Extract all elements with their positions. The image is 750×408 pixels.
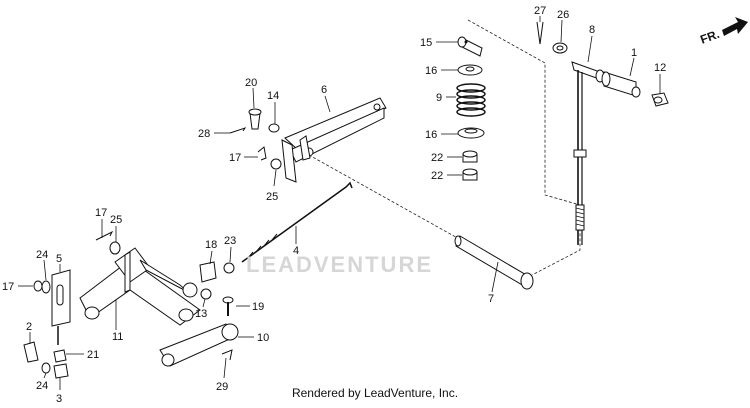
callout-3: 3 [56, 393, 62, 405]
part-15-pin [457, 36, 483, 57]
callout-13: 13 [195, 308, 207, 320]
callout-7: 7 [488, 293, 494, 305]
callout-28: 28 [198, 128, 210, 140]
callout-18: 18 [205, 239, 217, 251]
callout-12: 12 [654, 62, 666, 74]
callout-labels: 27 26 8 15 1 12 16 9 16 22 22 20 14 6 28… [2, 5, 666, 405]
callout-25-upper: 25 [266, 191, 278, 203]
part-25-washer-b [109, 241, 121, 255]
front-direction-indicator: FR. [698, 17, 748, 47]
part-22-nut-b [462, 168, 478, 181]
part-7-shaft [454, 235, 534, 290]
part-18-block [199, 261, 217, 283]
callout-5: 5 [56, 253, 62, 265]
part-8-rod [571, 61, 605, 245]
leader-lines [18, 16, 661, 390]
part-12-nut [651, 92, 669, 107]
callout-21: 21 [87, 349, 99, 361]
part-23-nut [223, 262, 235, 274]
callout-2: 2 [26, 321, 32, 333]
part-14-washer [268, 123, 280, 133]
watermark: LEADVENTURE [246, 252, 434, 277]
part-17-clip-a [257, 146, 267, 161]
assembly-lines [299, 19, 581, 276]
part-11-bracket [79, 247, 201, 326]
callout-8: 8 [589, 24, 595, 36]
part-2-block [23, 341, 39, 363]
callout-22-upper: 22 [431, 152, 443, 164]
callout-9: 9 [436, 92, 442, 104]
callout-10: 10 [257, 332, 269, 344]
part-21-nut [53, 349, 67, 363]
part-27-cotter-pin [536, 21, 544, 45]
callout-22-lower: 22 [431, 170, 443, 182]
part-4-rod [241, 181, 353, 263]
footer-credit: Rendered by LeadVenture, Inc. [291, 386, 459, 400]
part-6-arm [281, 97, 387, 183]
part-24-washer-b [41, 362, 51, 374]
callout-26: 26 [557, 9, 569, 21]
callout-1: 1 [631, 47, 637, 59]
callout-15: 15 [420, 37, 432, 49]
callout-29: 29 [216, 381, 228, 393]
callout-19: 19 [252, 301, 264, 313]
front-arrow-icon [722, 17, 748, 36]
callout-14: 14 [267, 90, 279, 102]
part-28-clip [229, 127, 247, 134]
part-17-clip-c [33, 280, 43, 292]
part-5-arm [51, 269, 71, 345]
part-17-clip-b [95, 230, 114, 241]
part-25-washer-a [270, 158, 282, 170]
callout-16-upper: 16 [425, 65, 437, 77]
callout-11: 11 [112, 331, 123, 343]
callout-20: 20 [245, 77, 257, 89]
part-13-washer [200, 288, 212, 300]
part-24-washer-a [41, 280, 51, 294]
direction-label: FR. [698, 27, 721, 47]
part-1-pivot [601, 71, 641, 98]
callout-17-mid: 17 [95, 207, 107, 219]
callout-24-lower: 24 [36, 380, 48, 392]
callout-6: 6 [321, 84, 327, 96]
callout-23: 23 [224, 235, 236, 247]
part-10-link [159, 323, 239, 367]
callout-17-left: 17 [2, 281, 14, 293]
part-9-spring [456, 83, 486, 117]
part-19-bolt [222, 296, 234, 316]
part-29-clip [221, 349, 233, 361]
callout-4: 4 [293, 245, 299, 257]
callout-25-lower: 25 [110, 214, 122, 226]
part-3-nut [53, 363, 69, 379]
callout-16-lower: 16 [425, 129, 437, 141]
callout-27: 27 [534, 5, 546, 17]
part-22-nut-a [462, 150, 478, 163]
callout-24-upper: 24 [36, 249, 48, 261]
callout-17-upper: 17 [229, 152, 241, 164]
